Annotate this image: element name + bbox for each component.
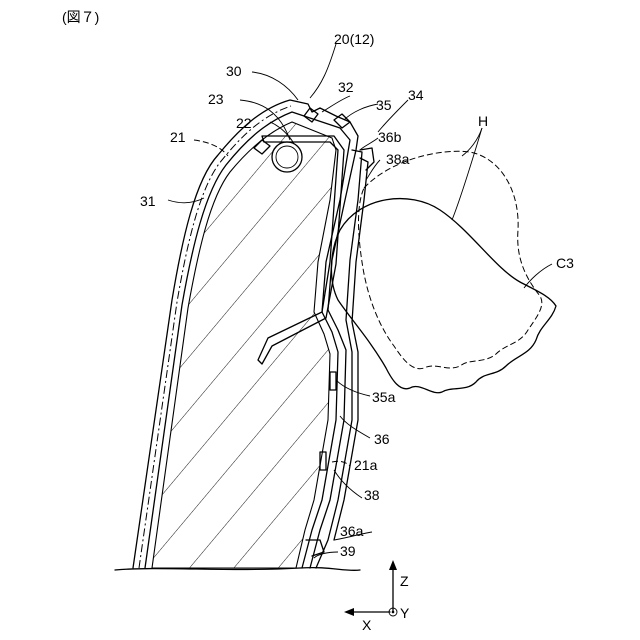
label-23: 23 xyxy=(208,91,224,107)
label-35a: 35a xyxy=(372,389,396,405)
z-arrow-icon xyxy=(389,560,397,570)
label-C3: C3 xyxy=(556,255,574,271)
axis-z-label: Z xyxy=(400,573,409,589)
label-36: 36 xyxy=(374,431,390,447)
occupant-head-dashed xyxy=(359,151,542,368)
label-H: H xyxy=(478,113,488,129)
label-21: 21 xyxy=(170,129,186,145)
label-31: 31 xyxy=(140,193,156,209)
label-32: 32 xyxy=(338,79,354,95)
figure-number: (図７) xyxy=(62,9,99,25)
axis-x-label: X xyxy=(362,617,372,633)
cushion-pad xyxy=(152,122,336,568)
x-arrow-icon xyxy=(344,608,354,616)
occupant-head-solid xyxy=(331,199,556,393)
clip-35a xyxy=(330,372,336,390)
label-39: 39 xyxy=(340,543,356,559)
label-35: 35 xyxy=(376,97,392,113)
label-36b: 36b xyxy=(378,129,402,145)
axis-y-label: Y xyxy=(400,605,410,621)
label-38: 38 xyxy=(364,487,380,503)
label-34: 34 xyxy=(408,87,424,103)
label-22: 22 xyxy=(236,115,252,131)
label-38a: 38a xyxy=(386,151,410,167)
label-36a: 36a xyxy=(340,523,364,539)
label-21a: 21a xyxy=(354,457,378,473)
label-20-12: 20(12) xyxy=(334,31,374,47)
label-30: 30 xyxy=(226,63,242,79)
